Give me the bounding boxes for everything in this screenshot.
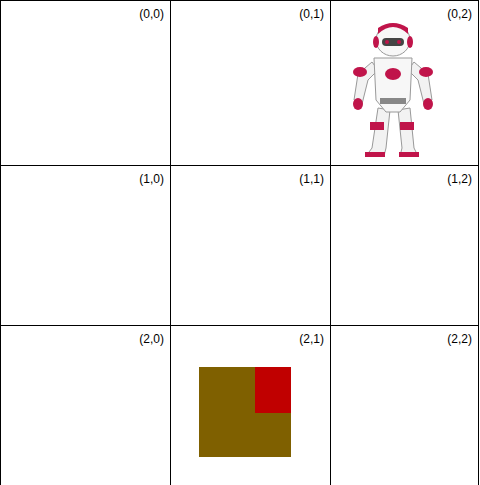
cell-label: (0,2)	[447, 7, 472, 21]
box-object	[199, 367, 291, 457]
grid-cell: (0,1)	[170, 0, 331, 166]
grid-cell: (2,1)	[170, 325, 331, 485]
robot-figure	[353, 23, 433, 157]
grid-cell: (1,2)	[330, 165, 479, 326]
cell-label: (1,1)	[299, 172, 324, 186]
grid-cell: (2,2)	[330, 325, 479, 485]
grid-cell: (0,0)	[0, 0, 171, 166]
cell-label: (1,2)	[447, 172, 472, 186]
grid-cell: (0,2)	[330, 0, 479, 166]
cell-label: (2,1)	[299, 332, 324, 346]
grid-cell: (1,1)	[170, 165, 331, 326]
cell-label: (2,0)	[139, 332, 164, 346]
grid-cell: (2,0)	[0, 325, 171, 485]
cell-label: (0,0)	[139, 7, 164, 21]
grid-cell: (1,0)	[0, 165, 171, 326]
cell-label: (2,2)	[447, 332, 472, 346]
cell-label: (0,1)	[299, 7, 324, 21]
cell-label: (1,0)	[139, 172, 164, 186]
